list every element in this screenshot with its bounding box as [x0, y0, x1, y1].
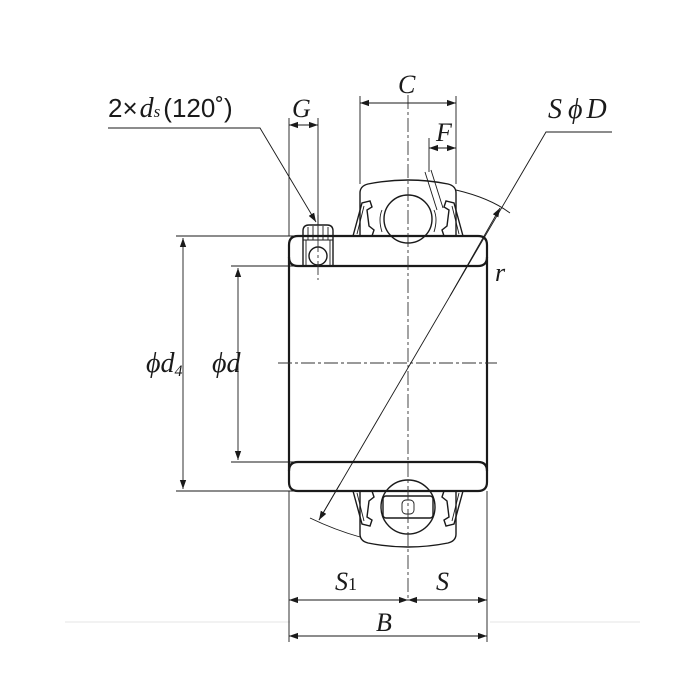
seal-top-left [352, 200, 383, 237]
outer-ring-top [359, 169, 457, 236]
inner-ring [287, 234, 489, 493]
sphere-arc-top [455, 189, 511, 214]
extension-lines [176, 96, 488, 642]
label-C: C [398, 70, 416, 99]
label-r: r [495, 258, 506, 287]
label-phi-d: ϕd [212, 348, 242, 379]
label-S1: S1 [335, 567, 357, 596]
leader-set-screw [108, 127, 317, 223]
label-F: F [435, 118, 453, 147]
label-S: S [436, 567, 449, 596]
sphere-arc-bottom [309, 517, 361, 538]
sphere-arrow-top [449, 207, 501, 297]
seal-bottom-left [352, 490, 375, 527]
label-B: B [376, 608, 392, 637]
leader-sphere-diameter [318, 131, 612, 521]
label-phi-d4: ϕd4 [146, 348, 183, 380]
seal-bottom-right [441, 490, 464, 527]
sphere-arrow-bottom [318, 483, 341, 521]
seal-top-right [433, 200, 464, 237]
outer-ring-bottom [359, 491, 457, 548]
label-set-screw: 2×ds(120˚) [108, 93, 233, 124]
label-G: G [292, 94, 311, 123]
